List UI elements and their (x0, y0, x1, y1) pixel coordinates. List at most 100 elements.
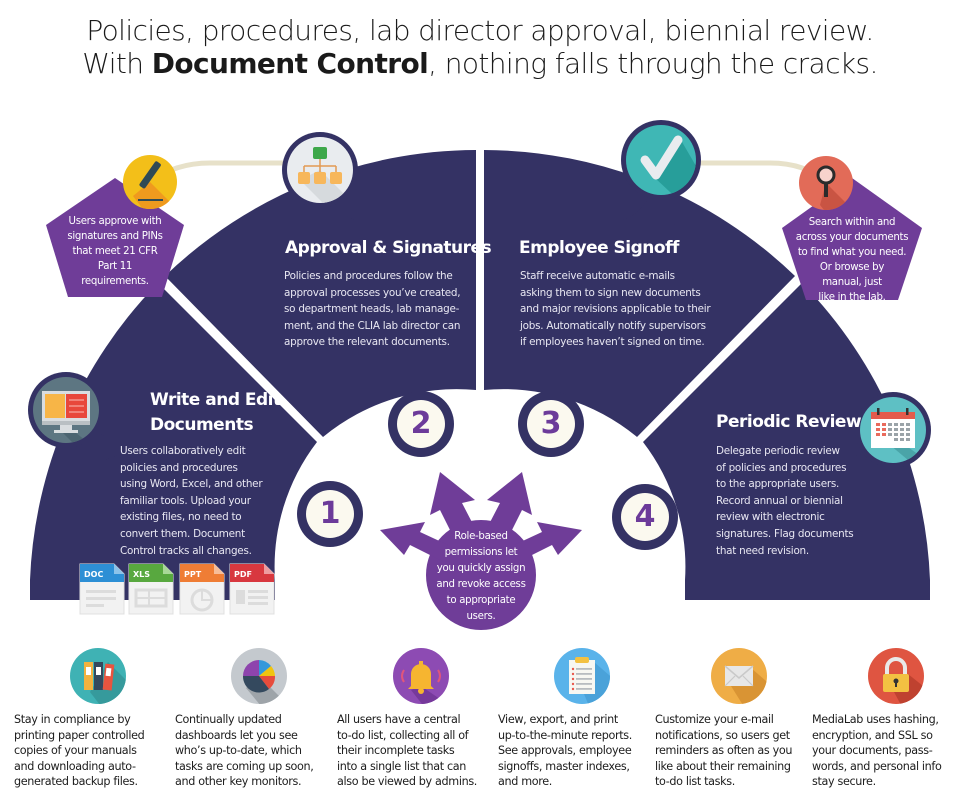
text-line: you quickly assign (436, 563, 526, 574)
text-line: tasks are coming up soon, (175, 759, 314, 773)
text-line: that need revision. (716, 544, 809, 557)
text-line: who’s up-to-date, which (175, 744, 302, 758)
text-line: copies of your manuals (14, 744, 137, 758)
text-line: notifications, so users get (655, 728, 790, 742)
step-3-title: Employee Signoff (519, 238, 679, 258)
text-line: approve the relevant documents. (284, 336, 450, 349)
text-line: generated backup files. (14, 775, 138, 789)
svg-text:XLS: XLS (133, 570, 150, 579)
pdf-file-icon: PDF (229, 563, 275, 615)
headline-line-2: With Document Control, nothing falls thr… (0, 47, 960, 80)
arrows-icon (380, 472, 582, 630)
text-line: and major revisions applicable to their (520, 303, 711, 316)
text-line: approval processes you’ve created, (284, 286, 461, 299)
text-line: signoffs, master indexes, (498, 759, 630, 773)
text-line: like about their remaining (655, 759, 791, 773)
text-line: jobs. Automatically notify supervisors (520, 319, 706, 332)
text-line: All users have a central (337, 713, 461, 726)
text-line: across your documents (795, 232, 909, 243)
callout-search-text: Search within and across your documents … (786, 215, 918, 305)
padlock-icon (868, 648, 924, 704)
text-line: and revoke access (436, 579, 526, 590)
text-line: View, export, and print (498, 713, 618, 726)
envelope-icon (711, 648, 767, 704)
text-line: like in the lab. (818, 292, 886, 303)
step-3-number: 3 (540, 406, 562, 441)
pen-icon (123, 155, 177, 209)
text-line: asking them to sign new documents (520, 286, 701, 299)
text-line: if employees haven’t signed on time. (520, 336, 705, 349)
text-line: and downloading auto- (14, 759, 136, 773)
segment-signoff[interactable] (484, 150, 795, 437)
text-line: their incomplete tasks (337, 744, 455, 758)
text-line: convert them. Document (120, 527, 245, 540)
text-line: existing files, no need to (120, 511, 242, 524)
segment-write-edit[interactable] (30, 283, 317, 600)
step-3-text: Staff receive automatic e-mails asking t… (520, 268, 725, 351)
text-line: reminders as often as you (655, 744, 793, 758)
step-4-text: Delegate periodic review of policies and… (716, 443, 886, 559)
text-line: and more. (498, 775, 552, 789)
pie-chart-icon (231, 648, 287, 704)
step-1-text: Users collaboratively edit policies and … (120, 443, 280, 559)
text-line: Continually updated (175, 713, 282, 726)
feature-dashboards-text: Continually updated dashboards let you se… (175, 712, 335, 790)
step-2-text: Policies and procedures follow the appro… (284, 268, 474, 351)
text-line: Control tracks all changes. (120, 544, 252, 557)
feature-security-text: MediaLab uses hashing,encryption, and SS… (812, 712, 960, 790)
xls-file-icon: XLS (128, 563, 174, 615)
text-line: to-do list tasks. (655, 775, 735, 789)
clipboard-icon (554, 648, 610, 704)
text-line: Write and Edit (150, 390, 281, 410)
headline: Policies, procedures, lab director appro… (0, 14, 960, 80)
text-line: familiar tools. Upload your (120, 494, 251, 507)
binders-icon (70, 648, 126, 704)
doc-file-icon: DOC (79, 563, 125, 615)
text-line: users. (466, 611, 496, 622)
number-rings (297, 391, 678, 550)
text-line: Stay in compliance by (14, 713, 131, 726)
text-line: Delegate periodic review (716, 445, 840, 457)
text-line: of policies and procedures (716, 461, 847, 474)
calendar-icon (855, 392, 931, 468)
text-line: Staff receive automatic e-mails (520, 270, 675, 282)
text-line: to-do list, collecting all of (337, 728, 469, 742)
text-line: also be viewed by admins. (337, 775, 478, 789)
text-line: permissions let (444, 547, 518, 558)
callout-roles-text: Role-based permissions let you quickly a… (421, 529, 541, 625)
step-1-title: Write and Edit Documents (150, 388, 281, 438)
text-line: policies and procedures (120, 461, 238, 474)
text-line: With (82, 47, 152, 80)
step-2-title: Approval & Signatures (285, 238, 492, 258)
step-4-title: Periodic Review (716, 412, 862, 432)
text-line: Users approve with (68, 216, 162, 227)
text-line: printing paper controlled (14, 728, 145, 742)
text-line: Customize your e-mail (655, 713, 774, 726)
fan-segments (30, 150, 930, 600)
text-line: into a single list that can (337, 759, 466, 773)
text-line: and other key monitors. (175, 775, 302, 789)
segment-approval[interactable] (165, 150, 476, 437)
text-line: using Word, Excel, and other (120, 478, 263, 491)
callout-signature-text: Users approve with signatures and PINs t… (50, 214, 180, 289)
text-line: dashboards let you see (175, 728, 298, 742)
file-type-icons: DOC XLS PPT PDF (79, 563, 275, 615)
feature-printing-text: Stay in compliance by printing paper cont… (14, 712, 174, 790)
segment-periodic-review[interactable] (643, 283, 930, 600)
text-line: review with electronic (716, 511, 825, 524)
ppt-file-icon: PPT (179, 563, 225, 615)
text-line: encryption, and SSL so (812, 728, 933, 742)
text-line: Documents (150, 415, 254, 435)
text-line: Users collaboratively edit (120, 445, 246, 457)
svg-text:PDF: PDF (234, 570, 252, 579)
callout-search-pentagon (782, 178, 922, 300)
monitor-icon (28, 372, 104, 448)
text-line: signatures and PINs (67, 231, 163, 242)
text-line: , nothing falls through the cracks. (428, 47, 878, 80)
text-line: Search within and (808, 217, 896, 228)
step-1-number: 1 (319, 496, 341, 531)
text-line: manual, just (822, 277, 882, 288)
text-line: Part 11 (97, 261, 133, 272)
feature-email-notifications-text: Customize your e-mail notifications, so u… (655, 712, 815, 790)
